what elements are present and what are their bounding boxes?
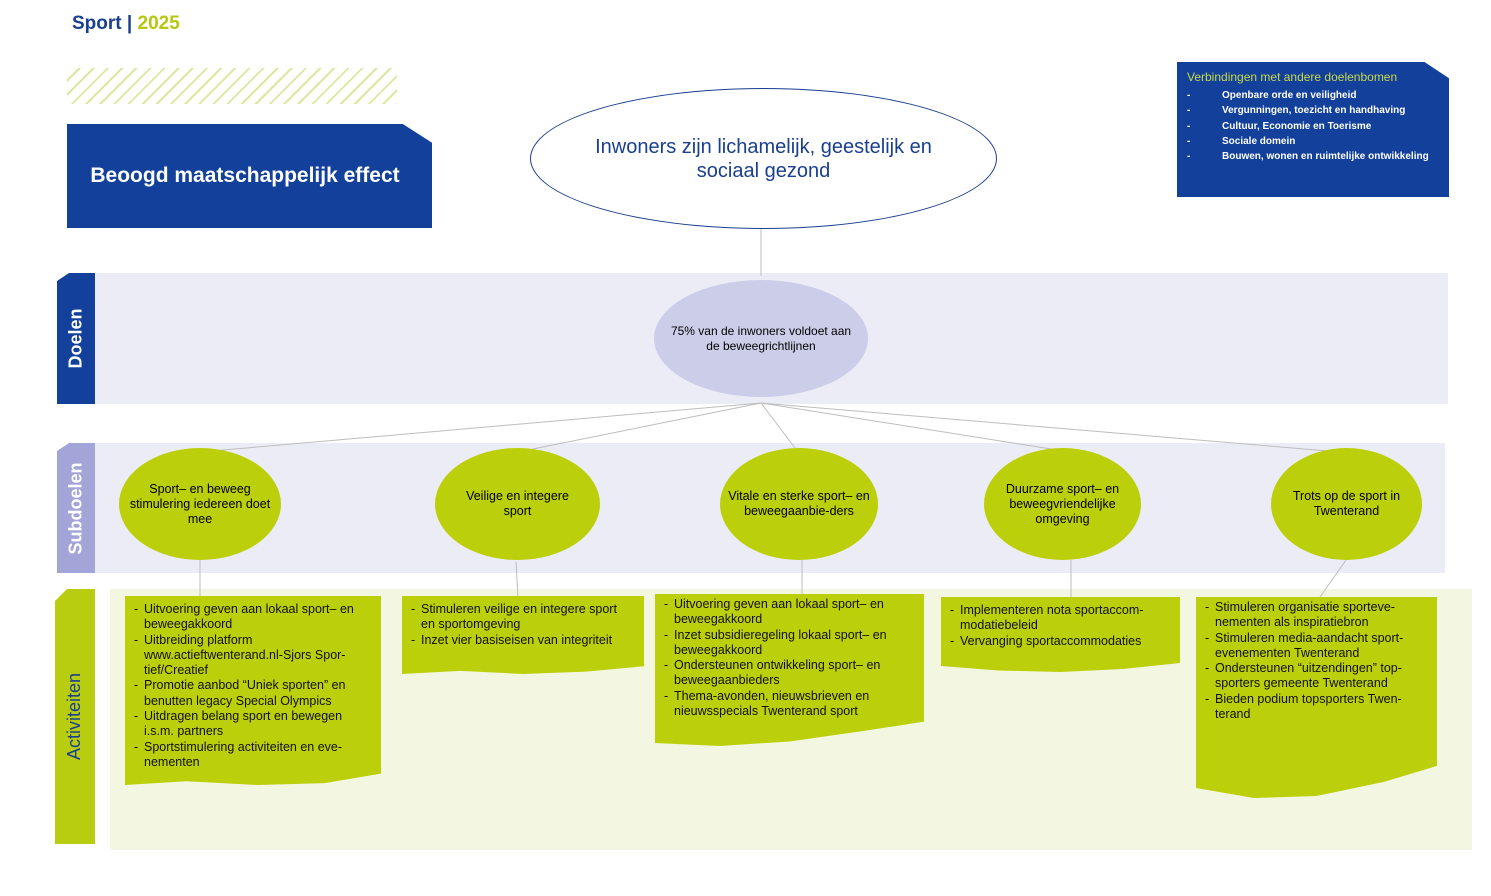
page-header: Sport | 2025 — [72, 13, 180, 35]
row-tab-doelen: Doelen — [57, 273, 95, 404]
decorative-hatch — [67, 68, 397, 104]
goal-ellipse: 75% van de inwoners voldoet aan de bewee… — [654, 280, 868, 397]
connector-goal-sub1 — [199, 402, 762, 453]
activity-item: Inzet vier basiseisen van integriteit — [408, 633, 634, 649]
subgoal-text: Veilige en integere sport — [466, 489, 569, 518]
activity-item: Sportstimulering activiteiten en eve-nem… — [131, 740, 371, 771]
header-separator: | — [126, 13, 133, 34]
activity-item: Uitvoering geven aan lokaal sport– en be… — [131, 602, 371, 633]
activity-item: Uitdragen belang sport en bewegen i.s.m.… — [131, 709, 371, 740]
subgoal-text: Vitale en sterke sport– en beweegaanbie-… — [728, 489, 870, 518]
activity-list: Stimuleren organisatie sporteve-nementen… — [1202, 600, 1427, 722]
header-year: 2025 — [137, 13, 180, 34]
connection-item: -Sociale domein — [1187, 135, 1296, 147]
effect-label: Beoogd maatschappelijk effect — [90, 164, 400, 187]
connection-item: -Openbare orde en veiligheid — [1187, 90, 1357, 101]
header-sport: Sport — [72, 13, 122, 34]
connector-goal-sub2 — [517, 402, 762, 453]
main-effect-text: Inwoners zijn lichamelijk, geestelijk en… — [595, 135, 932, 182]
activity-item: Uitbreiding platform www.actieftwenteran… — [131, 633, 371, 679]
activity-item: Implementeren nota sportaccom-modatiebel… — [947, 603, 1170, 634]
activity-list: Uitvoering geven aan lokaal sport– en be… — [661, 597, 914, 719]
subgoal-ellipse: Trots op de sport in Twenterand — [1271, 448, 1422, 560]
subgoal-text: Sport– en beweeg stimulering iedereen do… — [129, 481, 271, 526]
activity-item: Thema-avonden, nieuwsbrieven en nieuwssp… — [661, 689, 914, 720]
activity-note: Stimuleren veilige en integere sport en … — [402, 596, 644, 674]
activity-list: Stimuleren veilige en integere sport en … — [408, 602, 634, 648]
subgoal-ellipse: Duurzame sport– en beweegvriendelijke om… — [984, 448, 1141, 560]
goal-text: 75% van de inwoners voldoet aan de bewee… — [670, 323, 852, 353]
subgoal-text: Duurzame sport– en beweegvriendelijke om… — [1005, 481, 1120, 526]
activity-item: Promotie aanbod “Uniek sporten” en benut… — [131, 678, 371, 709]
activity-item: Stimuleren veilige en integere sport en … — [408, 602, 634, 633]
subgoal-text: Trots op de sport in Twenterand — [1292, 489, 1401, 518]
activity-item: Vervanging sportaccommodaties — [947, 634, 1170, 650]
activity-item: Bieden podium topsporters Twen-terand — [1202, 692, 1427, 723]
activity-item: Stimuleren media-aandacht sport-evenemen… — [1202, 631, 1427, 662]
activity-item: Ondersteunen “uitzendingen” top-sporters… — [1202, 661, 1427, 692]
subgoal-ellipse: Vitale en sterke sport– en beweegaanbie-… — [720, 448, 878, 560]
connector-sub2-act — [515, 561, 519, 599]
activity-note: Uitvoering geven aan lokaal sport– en be… — [125, 596, 381, 785]
row-tab-activiteiten: Activiteiten — [55, 589, 95, 844]
activity-note: Implementeren nota sportaccom-modatiebel… — [941, 597, 1180, 672]
activity-note: Stimuleren organisatie sporteve-nementen… — [1196, 597, 1437, 798]
main-effect-ellipse: Inwoners zijn lichamelijk, geestelijk en… — [530, 88, 997, 229]
subgoal-ellipse: Veilige en integere sport — [435, 448, 600, 560]
activity-item: Stimuleren organisatie sporteve-nementen… — [1202, 600, 1427, 631]
connector-sub5-act — [1319, 559, 1347, 598]
activity-list: Implementeren nota sportaccom-modatiebel… — [947, 603, 1170, 649]
activity-item: Inzet subsidieregeling lokaal sport– en … — [661, 628, 914, 659]
activity-item: Uitvoering geven aan lokaal sport– en be… — [661, 597, 914, 628]
connection-item: -Cultuur, Economie en Toerisme — [1187, 120, 1372, 132]
connection-item: -Vergunningen, toezicht en handhaving — [1187, 105, 1406, 117]
connections-box — [1177, 62, 1449, 197]
connections-list: -Openbare orde en veiligheid -Vergunning… — [1187, 88, 1429, 164]
activity-item: Ondersteunen ontwikkeling sport– en bewe… — [661, 658, 914, 689]
connector-goal-sub3 — [760, 402, 799, 453]
effect-label-box — [67, 124, 432, 228]
row-tab-subdoelen: Subdoelen — [57, 443, 95, 573]
subgoal-ellipse: Sport– en beweeg stimulering iedereen do… — [119, 448, 281, 560]
activity-list: Uitvoering geven aan lokaal sport– en be… — [131, 602, 371, 770]
connections-title: Verbindingen met andere doelenbomen — [1187, 70, 1398, 84]
connector-goal-sub5 — [760, 402, 1341, 453]
connector-goal-sub4 — [760, 402, 1071, 453]
connection-item: -Bouwen, wonen en ruimtelijke ontwikkeli… — [1187, 151, 1429, 163]
activity-note: Uitvoering geven aan lokaal sport– en be… — [655, 594, 924, 746]
